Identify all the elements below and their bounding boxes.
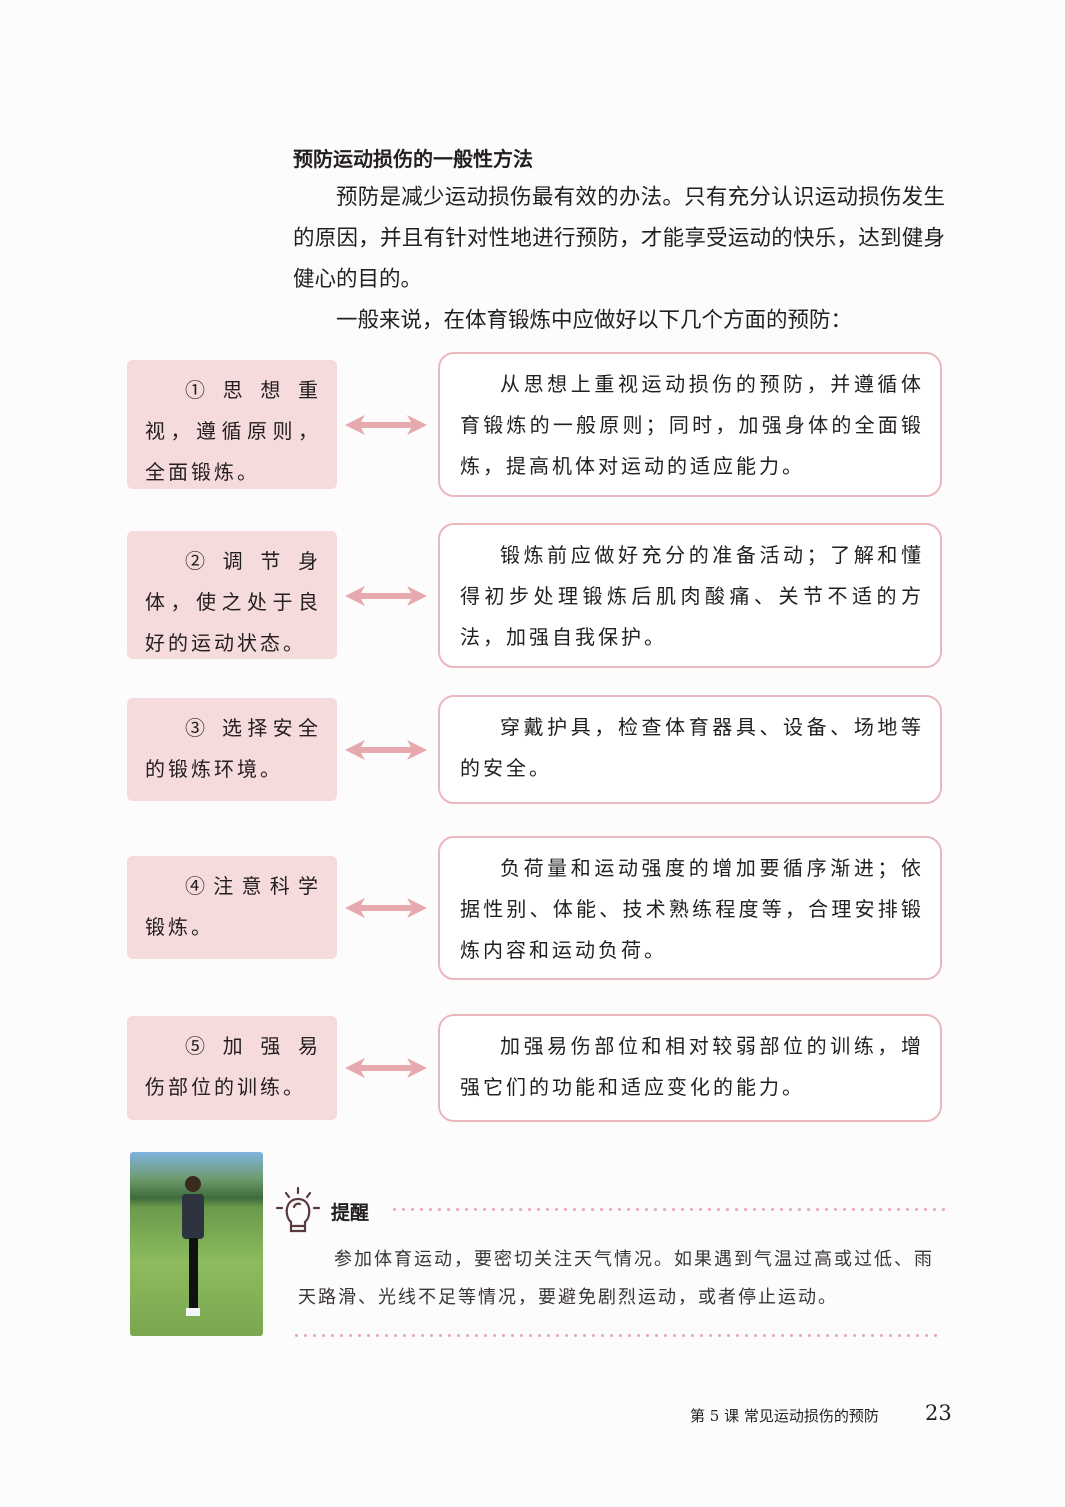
section-heading: 预防运动损伤的一般性方法 <box>293 147 533 171</box>
double-arrow-icon <box>345 415 427 435</box>
dotted-divider <box>292 1334 942 1337</box>
item-label-4: ④注意科学锻炼。 <box>127 856 337 959</box>
item-label-1: ① 思 想 重视，遵循原则，全面锻炼。 <box>127 360 337 489</box>
tip-title: 提醒 <box>331 1202 370 1224</box>
page-number: 23 <box>925 1401 952 1425</box>
item-label-2: ② 调 节 身体，使之处于良好的运动状态。 <box>127 531 337 659</box>
tip-text: 参加体育运动，要密切关注天气情况。如果遇到气温过高或过低、雨天路滑、光线不足等情… <box>298 1249 934 1308</box>
double-arrow-icon <box>345 898 427 918</box>
footer-lesson: 第 5 课 常见运动损伤的预防 <box>690 1407 879 1425</box>
double-arrow-icon <box>345 740 427 760</box>
intro-paragraph: 预防是减少运动损伤最有效的办法。只有充分认识运动损伤发生的原因，并且有针对性地进… <box>293 185 945 292</box>
intro-paragraph-2: 一般来说，在体育锻炼中应做好以下几个方面的预防： <box>336 308 853 333</box>
item-detail-5: 加强易伤部位和相对较弱部位的训练，增强它们的功能和适应变化的能力。 <box>438 1014 942 1122</box>
lightbulb-icon <box>275 1186 321 1233</box>
student-exercise-photo <box>130 1152 263 1336</box>
item-detail-2: 锻炼前应做好充分的准备活动；了解和懂得初步处理锻炼后肌肉酸痛、关节不适的方法，加… <box>438 523 942 668</box>
student-figure-icon <box>182 1176 204 1316</box>
item-detail-3: 穿戴护具，检查体育器具、设备、场地等的安全。 <box>438 695 942 804</box>
double-arrow-icon <box>345 586 427 606</box>
item-label-3: ③ 选择安全的锻炼环境。 <box>127 698 337 801</box>
item-detail-4: 负荷量和运动强度的增加要循序渐进；依据性别、体能、技术熟练程度等，合理安排锻炼内… <box>438 836 942 980</box>
dotted-divider <box>390 1208 945 1211</box>
item-label-5: ⑤ 加 强 易伤部位的训练。 <box>127 1016 337 1120</box>
item-detail-1: 从思想上重视运动损伤的预防，并遵循体育锻炼的一般原则；同时，加强身体的全面锻炼，… <box>438 352 942 497</box>
double-arrow-icon <box>345 1058 427 1078</box>
